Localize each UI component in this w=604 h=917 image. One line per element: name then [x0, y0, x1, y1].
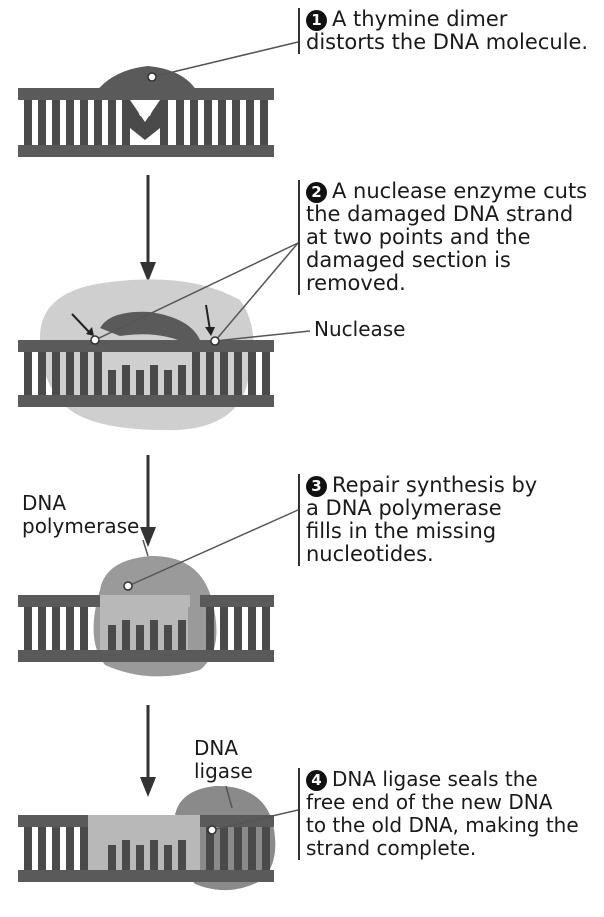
top-backbone-left: [18, 815, 88, 827]
arrow-1-head: [140, 262, 156, 282]
top-backbone: [18, 88, 274, 100]
ligase-label-line-2: ligase: [194, 760, 253, 783]
bottom-backbone: [18, 395, 274, 407]
step-4-leader-dot: [208, 826, 216, 834]
step-3-leader-dot: [124, 582, 132, 590]
step-2-text-line: the damaged DNA strand: [306, 203, 587, 226]
step-4-number-badge: 4: [306, 770, 327, 791]
step-3-leader: [128, 510, 298, 586]
bottom-backbone: [18, 650, 274, 662]
step-2-text-line: damaged section is: [306, 249, 587, 272]
top-backbone-right: [200, 815, 274, 827]
ligase-label: DNA ligase: [194, 737, 253, 783]
cut-point-right: [211, 337, 219, 345]
step-3-text-line: Repair synthesis by: [332, 473, 537, 497]
polymerase-label-line-1: DNA: [22, 492, 139, 515]
step-3-text-line: nucleotides.: [306, 543, 537, 566]
polymerase-label-line-2: polymerase: [22, 515, 139, 538]
arrow-2-head: [140, 527, 156, 547]
step-4-text-line: DNA ligase seals the: [332, 767, 538, 791]
step-1-leader-dot: [148, 73, 156, 81]
step-1-leader: [152, 42, 298, 77]
step-4-text-line: to the old DNA, making the: [306, 814, 579, 837]
stage-2-dna: [18, 243, 310, 430]
ligase-label-line-1: DNA: [194, 737, 253, 760]
stage-1-dna: [18, 42, 298, 157]
polymerase-label: DNA polymerase: [22, 492, 139, 538]
step-4-text-line: strand complete.: [306, 837, 579, 860]
step-3-text-line: a DNA polymerase: [306, 497, 537, 520]
step-2-text-line: removed.: [306, 272, 587, 295]
step-1-text-line: distorts the DNA molecule.: [306, 31, 588, 54]
step-2-text-line: A nuclease enzyme cuts: [332, 179, 587, 203]
bottom-backbone: [18, 145, 274, 157]
bottom-backbone: [18, 870, 274, 882]
step-1-number-badge: 1: [306, 10, 327, 31]
top-backbone-new: [100, 595, 190, 607]
stage-4-dna: [18, 786, 298, 890]
step-4-text-line: free end of the new DNA: [306, 791, 579, 814]
top-backbone-left: [18, 595, 100, 607]
top-backbone-new: [88, 815, 200, 827]
top-backbone: [18, 340, 274, 352]
arrow-3-head: [140, 777, 156, 797]
cut-point-left: [91, 336, 99, 344]
step-3-text-line: fills in the missing: [306, 520, 537, 543]
top-backbone-right: [200, 595, 274, 607]
step-2-number-badge: 2: [306, 182, 327, 203]
nuclease-label: Nuclease: [314, 318, 405, 341]
step-2-text-line: at two points and the: [306, 226, 587, 249]
step-2-leader-b: [215, 243, 298, 341]
step-1-text-line: A thymine dimer: [332, 7, 507, 31]
step-3-number-badge: 3: [306, 476, 327, 497]
